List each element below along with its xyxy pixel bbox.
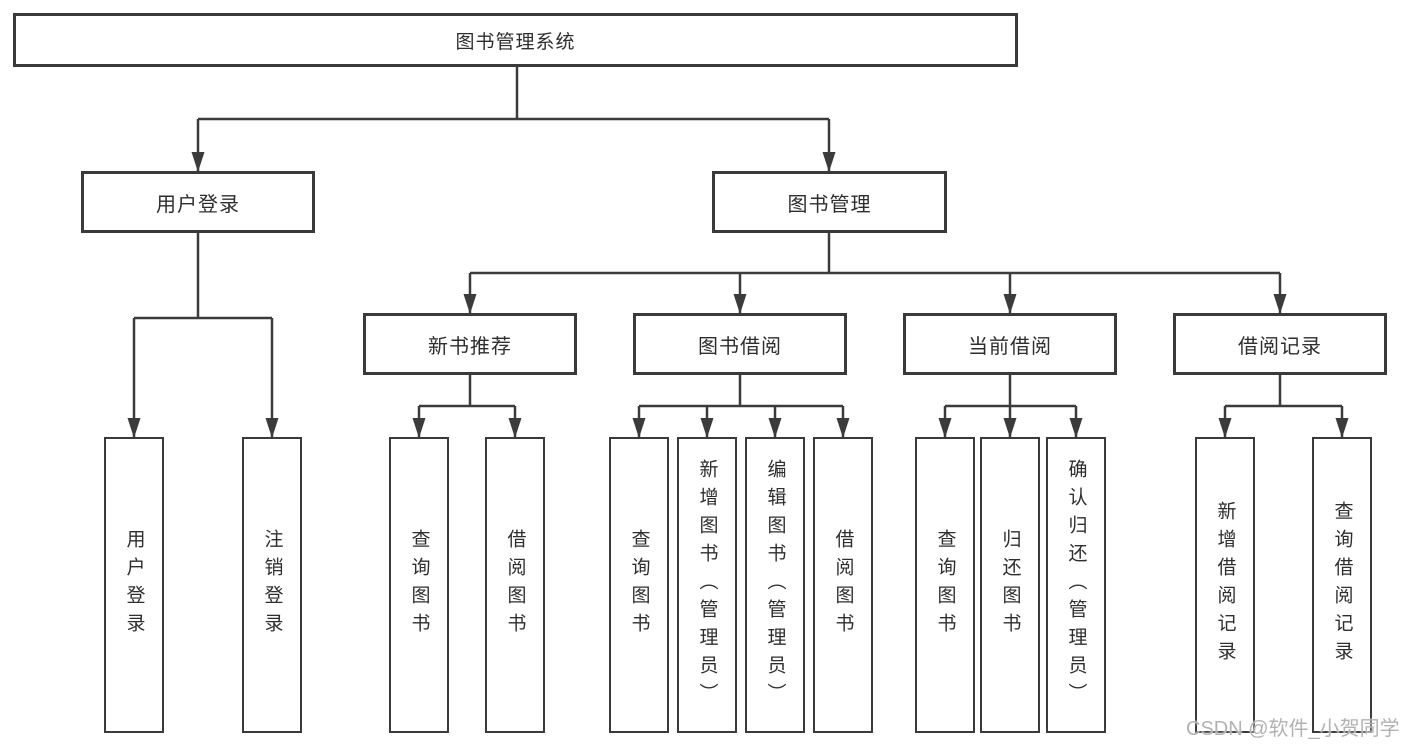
edge-book-borrowing-bus (639, 373, 843, 408)
leaf-label: 新增借阅记录 (1214, 501, 1236, 669)
node-leaf-return-books: 归还图书 (980, 437, 1040, 733)
node-leaf-query-books-current: 查询图书 (915, 437, 975, 733)
node-current-borrowing: 当前借阅 (903, 313, 1117, 375)
node-leaf-add-borrow-record: 新增借阅记录 (1195, 437, 1255, 733)
node-book-management: 图书管理 (712, 171, 947, 233)
leaf-label: 查询图书 (934, 529, 956, 641)
edge-book-management-bus (470, 231, 1280, 275)
leaf-label: 查询图书 (628, 529, 650, 641)
node-leaf-borrow-books-borrowing: 借阅图书 (813, 437, 873, 733)
node-leaf-logout: 注销登录 (242, 437, 302, 733)
leaf-label: 注销登录 (261, 529, 283, 641)
node-leaf-query-books-borrowing: 查询图书 (609, 437, 669, 733)
node-leaf-edit-books-admin: 编辑图书（管理员） (745, 437, 805, 733)
leaf-label: 新增图书（管理员） (696, 459, 718, 711)
leaf-label: 查询借阅记录 (1331, 501, 1353, 669)
edge-new-book-recommend-bus (419, 373, 515, 408)
node-new-book-recommend: 新书推荐 (363, 313, 577, 375)
edge-current-borrowing-bus (945, 373, 1076, 408)
edge-user-login-bus (134, 231, 272, 320)
node-leaf-add-books-admin: 新增图书（管理员） (677, 437, 737, 733)
node-leaf-borrow-books-recommend: 借阅图书 (485, 437, 545, 733)
node-leaf-query-borrow-record: 查询借阅记录 (1312, 437, 1372, 733)
leaf-label: 借阅图书 (504, 529, 526, 641)
leaf-label: 用户登录 (123, 529, 145, 641)
leaf-label: 确认归还（管理员） (1065, 459, 1087, 711)
node-borrowing-records: 借阅记录 (1173, 313, 1387, 375)
node-book-borrowing: 图书借阅 (633, 313, 847, 375)
leaf-label: 归还图书 (999, 529, 1021, 641)
leaf-label: 借阅图书 (832, 529, 854, 641)
node-leaf-user-login: 用户登录 (104, 437, 164, 733)
leaf-label: 查询图书 (408, 529, 430, 641)
csdn-watermark: CSDN @软件_小贺同学 (1186, 718, 1400, 740)
node-leaf-confirm-return-admin: 确认归还（管理员） (1046, 437, 1106, 733)
edge-root-bus (198, 66, 829, 121)
leaf-label: 编辑图书（管理员） (764, 459, 786, 711)
node-leaf-query-books-recommend: 查询图书 (389, 437, 449, 733)
node-user-login: 用户登录 (81, 171, 315, 233)
node-library-management-system: 图书管理系统 (13, 13, 1018, 67)
edge-borrowing-records-bus (1225, 373, 1342, 408)
